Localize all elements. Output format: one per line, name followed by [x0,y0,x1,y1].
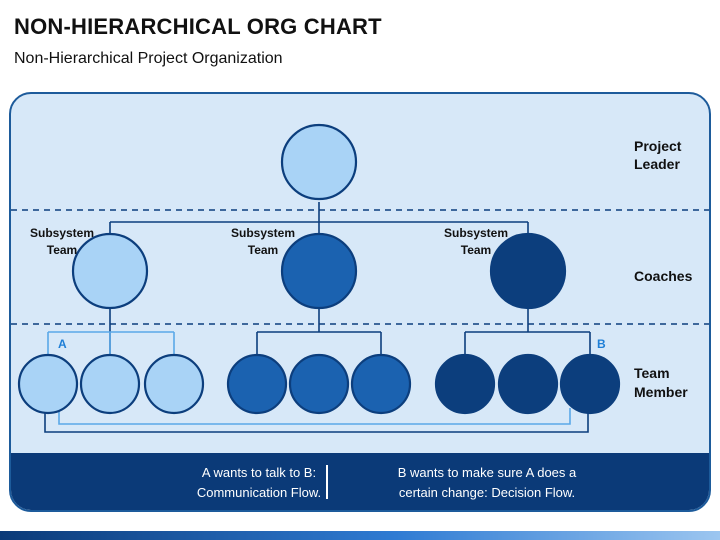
group-a-connectors [47,331,175,356]
footer-bar: A wants to talk to B: Communication Flow… [11,453,709,510]
page-subtitle: Non-Hierarchical Project Organization [14,50,283,67]
footer-right-line2: certain change: Decision Flow. [398,485,576,500]
team-member-node-4 [226,353,288,415]
subsystem-label-1-line1: Subsystem [30,226,94,240]
label-member: Member [634,384,688,400]
footer-left-line1: A wants to talk to B: [201,465,317,480]
team-member-node-7 [434,353,496,415]
page-title: NON-HIERARCHICAL ORG CHART [14,14,382,39]
subsystem-label-2-line2: Team [248,243,278,257]
group-b-connectors [256,331,591,356]
footer-divider [326,465,328,499]
footer-left-line2: Communication Flow. [196,485,322,500]
team-member-node-3 [143,353,205,415]
team-member-node-5 [288,353,350,415]
bottom-accent-strip [0,531,720,540]
flow-loop-lines [44,408,589,433]
team-member-node-2 [79,353,141,415]
coach-node-2 [280,232,358,310]
subsystem-label-3-line1: Subsystem [444,226,508,240]
subsystem-label-1-line2: Team [47,243,77,257]
project-leader-node [280,123,358,201]
team-member-node-8 [497,353,559,415]
label-leader: Leader [634,156,680,172]
level-separators [11,209,709,325]
subsystem-label-3-line2: Team [461,243,491,257]
label-coaches: Coaches [634,268,693,284]
team-member-node-9 [559,353,621,415]
marker-b: B [597,337,606,351]
org-chart-diagram: Project Leader Coaches Team Member Subsy… [11,123,709,433]
team-member-node-1 [17,353,79,415]
coach-node-1 [71,232,149,310]
footer-left: A wants to talk to B: Communication Flow… [129,463,389,503]
person-nodes [17,123,621,415]
org-chart-panel: Project Leader Coaches Team Member Subsy… [9,92,711,512]
footer-right: B wants to make sure A does a certain ch… [357,463,617,503]
subsystem-label-2-line1: Subsystem [231,226,295,240]
label-project: Project [634,138,682,154]
marker-a: A [58,337,67,351]
coach-node-3 [489,232,567,310]
team-member-node-6 [350,353,412,415]
footer-right-line1: B wants to make sure A does a [397,465,577,480]
label-team: Team [634,365,670,381]
